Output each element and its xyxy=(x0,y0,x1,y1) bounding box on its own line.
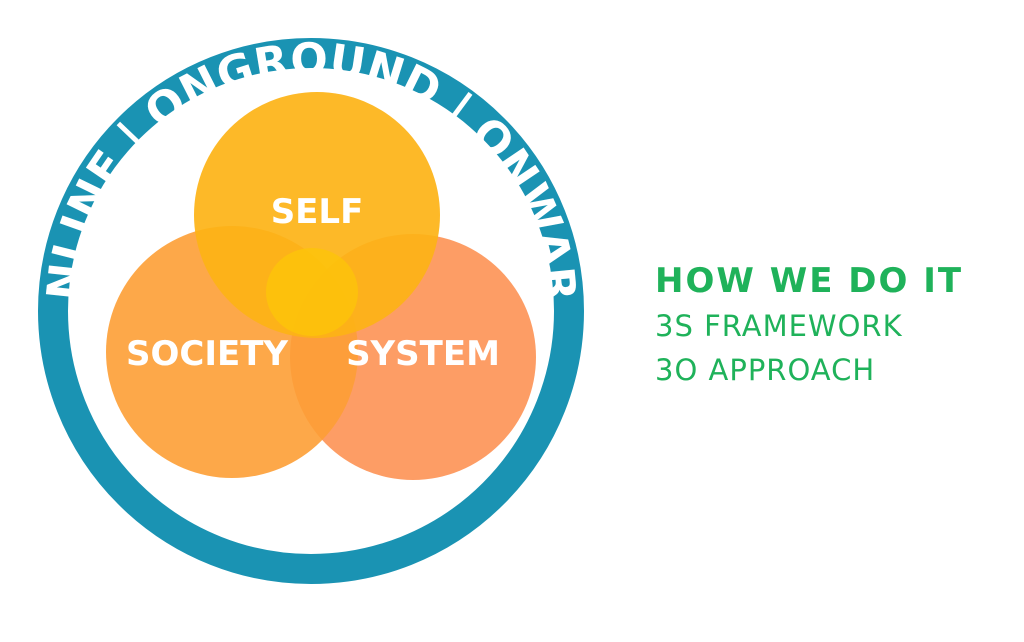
how-we-do-it-title: HOW WE DO IT xyxy=(655,261,964,301)
outer-ring xyxy=(38,38,584,584)
system-label: SYSTEM xyxy=(346,334,500,374)
approach-line: 3O APPROACH xyxy=(655,353,876,387)
self-label: SELF xyxy=(271,192,364,232)
center-overlap xyxy=(266,248,358,336)
framework-line: 3S FRAMEWORK xyxy=(655,309,903,343)
society-label: SOCIETY xyxy=(126,334,288,374)
self-circle xyxy=(194,92,440,338)
how-we-do-it-panel: HOW WE DO IT 3S FRAMEWORK 3O APPROACH xyxy=(655,258,963,392)
